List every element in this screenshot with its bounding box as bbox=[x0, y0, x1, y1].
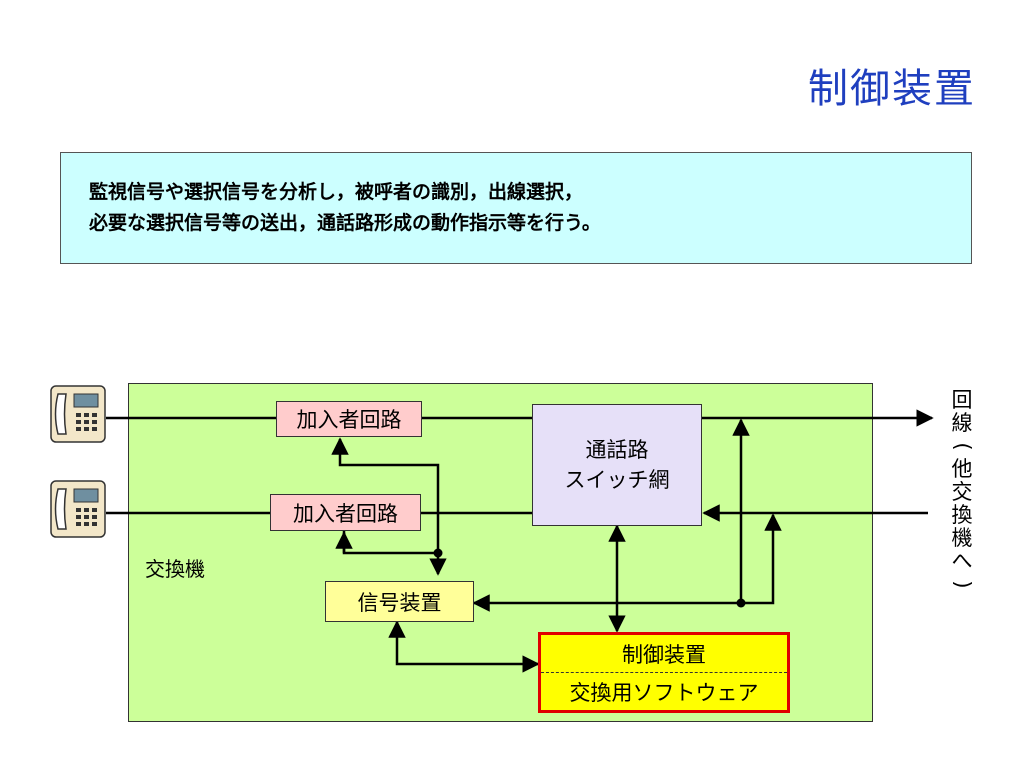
control-device-box: 制御装置 交換用ソフトウェア bbox=[538, 632, 790, 713]
junction-dot-1 bbox=[433, 548, 443, 558]
sub2-signal-line bbox=[342, 531, 438, 555]
incoming-tap bbox=[741, 513, 782, 605]
subscriber-circuit-2: 加入者回路 bbox=[270, 494, 421, 531]
telephone-icon bbox=[50, 480, 106, 538]
vlabel-char: 回 bbox=[951, 388, 973, 412]
line-to-other-exchange-label: 回 線 ( 他 交 換 機 へ ) bbox=[944, 389, 980, 596]
description-box: 監視信号や選択信号を分析し，被呼者の識別，出線選択， 必要な選択信号等の送出，通… bbox=[60, 152, 972, 264]
subscriber-circuit-1: 加入者回路 bbox=[276, 401, 422, 437]
slide-title: 制御装置 bbox=[808, 66, 976, 112]
vlabel-char: 線 bbox=[951, 411, 973, 435]
sub1-signal-line bbox=[331, 437, 447, 576]
signal-control-line bbox=[388, 620, 540, 673]
vlabel-char: ( bbox=[950, 442, 975, 451]
switch-label-line2: スイッチ網 bbox=[564, 468, 670, 492]
signal-device: 信号装置 bbox=[325, 581, 474, 622]
description-line-1: 監視信号や選択信号を分析し，被呼者の識別，出線選択， bbox=[89, 181, 584, 203]
vlabel-char: へ bbox=[951, 549, 973, 573]
junction-dot-2 bbox=[736, 598, 746, 608]
exchange-software-label: 交換用ソフトウェア bbox=[569, 680, 759, 705]
switch-label-line1: 通話路 bbox=[585, 438, 649, 462]
telephone-icon bbox=[50, 385, 106, 443]
vlabel-char: 機 bbox=[951, 526, 973, 550]
exchange-label: 交換機 bbox=[145, 557, 205, 581]
vlabel-char: 交 bbox=[951, 480, 973, 504]
switch-network: 通話路 スイッチ網 bbox=[532, 404, 702, 526]
vlabel-char: 換 bbox=[951, 503, 973, 527]
control-device-label: 制御装置 bbox=[541, 635, 787, 673]
vlabel-char: ) bbox=[950, 580, 975, 589]
vlabel-char: 他 bbox=[951, 457, 973, 481]
description-line-2: 必要な選択信号等の送出，通話路形成の動作指示等を行う。 bbox=[89, 212, 601, 234]
